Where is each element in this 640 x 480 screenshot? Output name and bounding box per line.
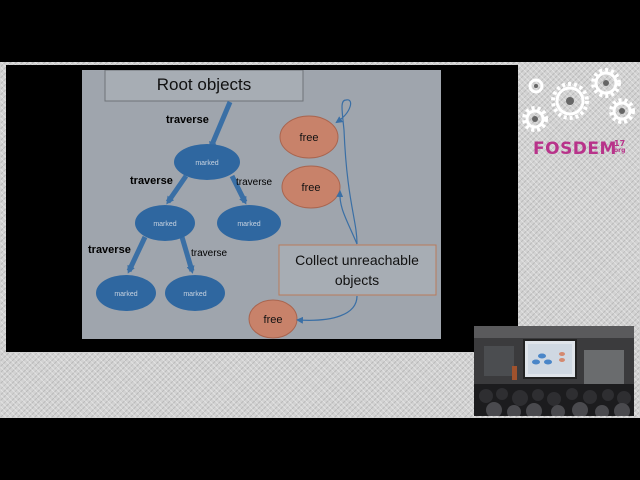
traverse-label: traverse xyxy=(130,175,173,187)
gc-diagram: Root objects traverse traverse traverse … xyxy=(88,70,437,339)
arrow-left-to-bottom-left xyxy=(126,235,148,274)
fosdem-wordmark: FOSDEM xyxy=(533,139,617,159)
free-node xyxy=(279,115,339,159)
arrow-root-to-marked xyxy=(208,101,233,150)
collect-label-line1: Collect unreachable xyxy=(295,252,419,268)
collect-arrow-top xyxy=(335,99,358,245)
marked-node-label: marked xyxy=(195,160,218,167)
traverse-label: traverse xyxy=(191,248,228,259)
marked-node xyxy=(165,275,225,311)
collect-arrow-middle xyxy=(336,190,358,245)
fosdem-gears-logo xyxy=(522,68,635,132)
free-node-label: free xyxy=(264,314,283,326)
free-node-label: free xyxy=(302,182,321,194)
free-node-label: free xyxy=(300,132,319,144)
collect-box xyxy=(278,244,437,296)
free-node xyxy=(281,165,341,209)
arrow-marked-right xyxy=(229,174,248,205)
marked-node-label: marked xyxy=(114,291,137,298)
marked-node xyxy=(174,144,240,180)
arrow-left-to-bottom-right xyxy=(179,236,195,274)
arrow-marked-left xyxy=(165,174,189,205)
marked-node xyxy=(217,205,281,241)
traverse-label: traverse xyxy=(88,244,131,256)
fosdem-year: 17 org xyxy=(614,139,626,155)
collect-arrow-bottom xyxy=(296,295,358,324)
title-box xyxy=(104,70,304,102)
fosdem-year-number: 17 xyxy=(614,139,626,148)
presentation-slide: Root objects traverse traverse traverse … xyxy=(82,70,441,339)
traverse-label: traverse xyxy=(236,177,273,188)
marked-node-label: marked xyxy=(183,291,206,298)
camera-scene xyxy=(474,326,634,416)
traverse-label: traverse xyxy=(166,114,209,126)
marked-node xyxy=(96,275,156,311)
slide-title: Root objects xyxy=(157,75,252,94)
marked-node-label: marked xyxy=(153,221,176,228)
speaker-camera-inset xyxy=(474,326,634,416)
fosdem-year-suffix: org xyxy=(614,147,626,154)
marked-node xyxy=(135,205,195,241)
marked-node-label: marked xyxy=(237,221,260,228)
collect-label-line2: objects xyxy=(335,272,379,288)
